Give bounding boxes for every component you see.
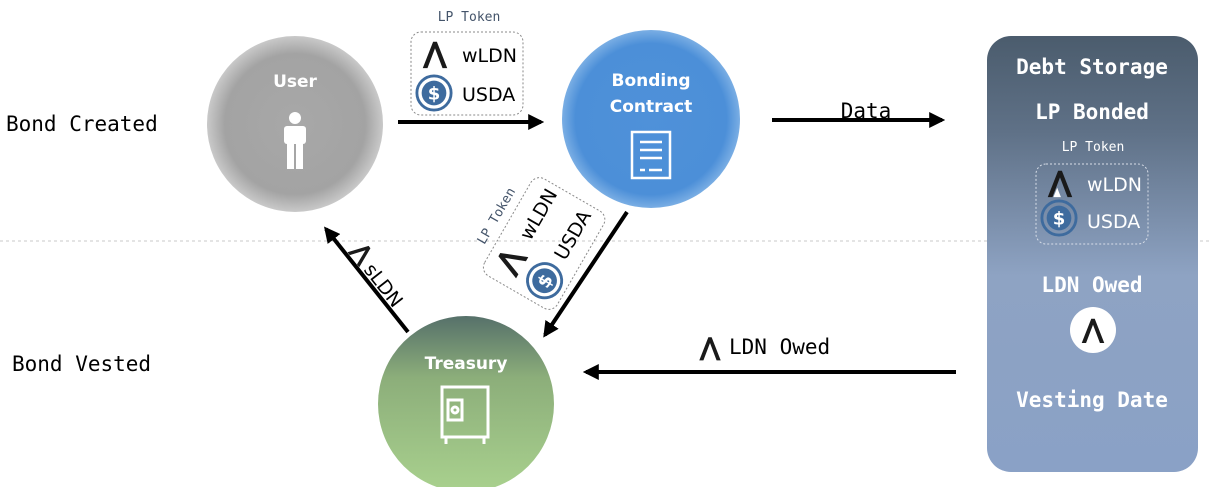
sldn-edge-label: sLDN <box>359 259 407 311</box>
debt-storage-title: Debt Storage <box>1016 55 1168 79</box>
safe-icon <box>440 385 490 444</box>
ldn-owed-edge-label: LDN Owed <box>729 335 830 359</box>
bonding-label-line1: Bonding <box>611 71 690 91</box>
debt-storage-panel: Debt Storage LP Bonded LP Token wLDN USD… <box>987 36 1198 472</box>
data-edge-label: Data <box>841 99 892 123</box>
arrow-bonding-to-treasury <box>543 210 629 338</box>
usda-label-top: USDA <box>462 84 515 106</box>
storage-lp-token-title: LP Token <box>1062 140 1125 155</box>
user-node: User <box>207 36 383 212</box>
lp-token-title-diag: LP Token <box>475 185 519 247</box>
usda-coin-icon <box>415 74 453 112</box>
person-icon <box>284 112 306 169</box>
vesting-date-label: Vesting Date <box>1016 388 1168 412</box>
contract-document-icon <box>630 130 672 180</box>
storage-usda-coin-icon <box>1040 199 1078 237</box>
wldn-label-diag: wLDN <box>516 185 563 244</box>
storage-ldn-owed-label: LDN Owed <box>1041 273 1142 297</box>
row-label-bond-created: Bond Created <box>6 112 158 136</box>
storage-usda-label: USDA <box>1087 211 1140 233</box>
wldn-icon-diag <box>493 243 529 279</box>
bonding-contract-node: Bonding Contract <box>562 30 740 208</box>
lp-token-box-diagonal: LP Token wLDN USDA <box>475 177 606 310</box>
bonding-label-line2: Contract <box>610 97 692 117</box>
lp-bonded-label: LP Bonded <box>1035 100 1149 124</box>
treasury-node: Treasury <box>378 316 554 487</box>
user-label: User <box>273 72 317 92</box>
treasury-label: Treasury <box>425 354 508 374</box>
wldn-icon <box>422 41 448 69</box>
ldn-token-badge <box>1070 307 1116 353</box>
arrow-treasury-to-user <box>324 226 410 334</box>
lp-token-box-top: LP Token wLDN USDA <box>410 10 524 116</box>
row-label-bond-vested: Bond Vested <box>12 352 151 376</box>
sldn-edge-label-group: sLDN <box>347 239 407 312</box>
storage-wldn-label: wLDN <box>1087 174 1142 196</box>
usda-label-diag: USDA <box>550 207 596 264</box>
ldn-owed-edge-icon <box>699 337 721 361</box>
usda-coin-icon-diag <box>519 255 570 306</box>
wldn-label-top: wLDN <box>462 45 517 67</box>
lp-token-title-top: LP Token <box>438 10 501 25</box>
